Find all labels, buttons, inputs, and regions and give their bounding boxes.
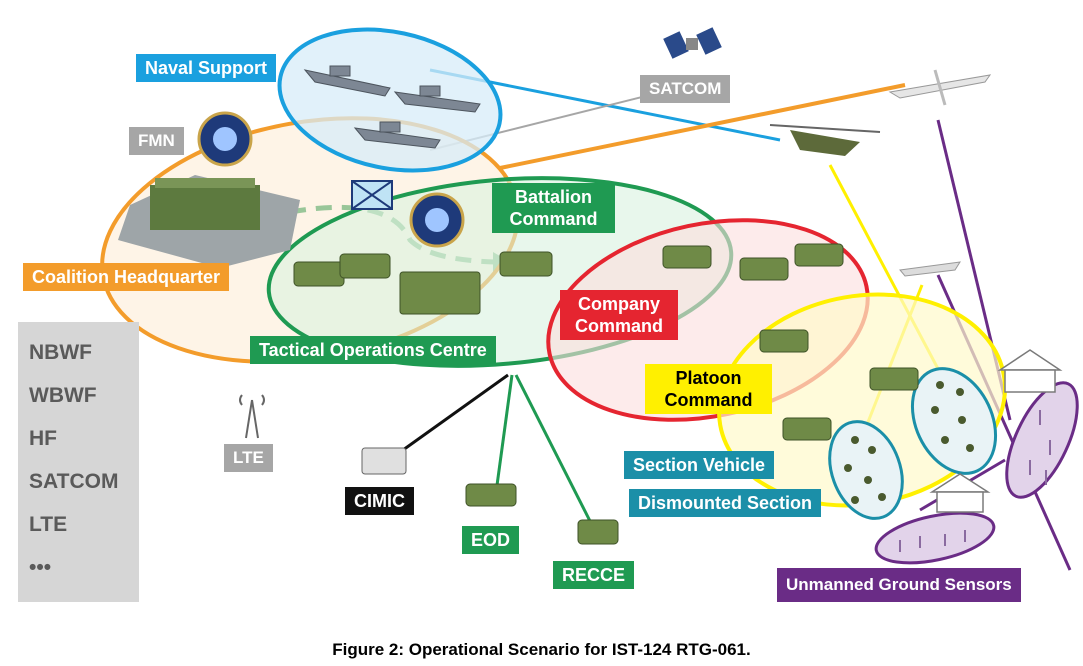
satcom-label: SATCOM xyxy=(640,75,731,103)
band-item: SATCOM xyxy=(29,470,119,493)
band-item: WBWF xyxy=(29,384,97,407)
lte-label: LTE xyxy=(224,444,273,472)
recce-label: RECCE xyxy=(553,561,635,589)
naval-support-label: Naval Support xyxy=(136,54,277,82)
cimic-label: CIMIC xyxy=(345,487,414,515)
ship-icons xyxy=(303,65,481,149)
fmn-label: FMN xyxy=(129,127,184,155)
soldier-icons xyxy=(844,381,974,504)
band-item: HF xyxy=(29,427,57,450)
ground-sensor-icons xyxy=(899,410,1051,552)
fmn-badge-icons xyxy=(197,111,465,248)
lte-tower-icon xyxy=(239,394,265,439)
sensor-ellipse-2 xyxy=(874,511,996,565)
band-item: LTE xyxy=(29,513,68,536)
dismount-group-ellipse-1 xyxy=(910,367,998,475)
coalition-hq-label: Coalition Headquarter xyxy=(23,263,230,291)
satellite-link-icon xyxy=(351,180,393,210)
section-vehicle-label: Section Vehicle xyxy=(624,451,775,479)
figure-caption: Figure 2: Operational Scenario for IST-1… xyxy=(332,640,751,659)
company-command-label: Company Command xyxy=(560,290,678,340)
eod-label: EOD xyxy=(462,526,520,554)
battalion-command-label: Battalion Command xyxy=(492,183,615,233)
waveform-list: NBWF WBWF HF SATCOM LTE ••• xyxy=(18,322,139,602)
tactical-operations-centre-label: Tactical Operations Centre xyxy=(250,336,496,364)
aircraft-icons xyxy=(769,69,992,277)
band-item: ••• xyxy=(29,556,52,579)
dismounted-section-label: Dismounted Section xyxy=(629,489,822,517)
unmanned-ground-sensors-label: Unmanned Ground Sensors xyxy=(777,568,1021,602)
satellite-icon xyxy=(663,27,722,59)
sensor-ellipse-1 xyxy=(1005,381,1079,499)
hq-building-icon xyxy=(118,175,300,268)
band-item: NBWF xyxy=(29,341,92,364)
platoon-command-label: Platoon Command xyxy=(645,364,772,414)
vehicle-icons xyxy=(293,243,919,545)
house-icons xyxy=(929,349,1063,513)
naval-support-ellipse xyxy=(277,27,503,173)
